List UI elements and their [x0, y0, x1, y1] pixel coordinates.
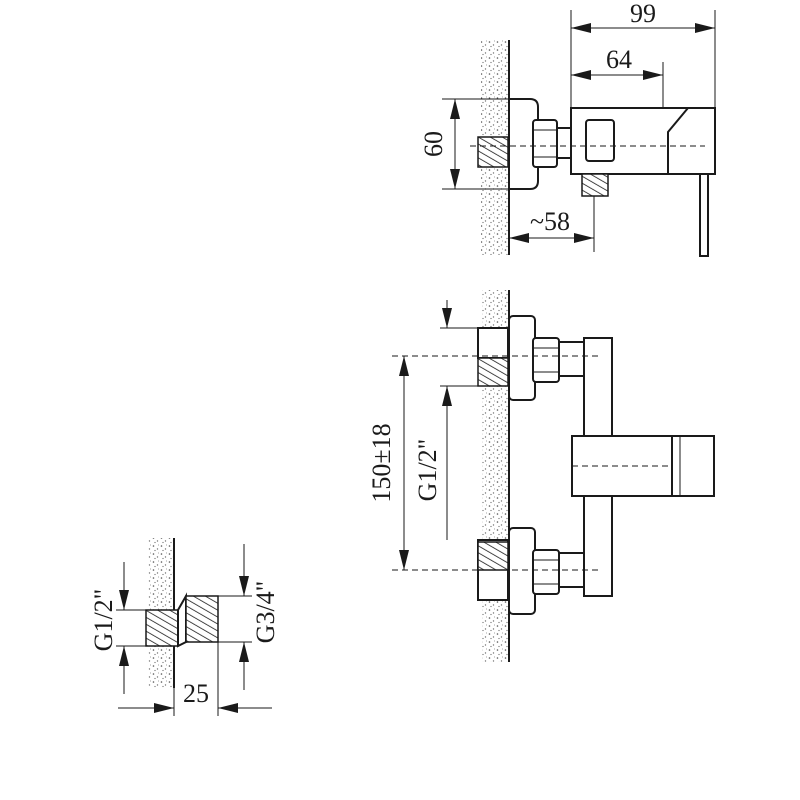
eccentric-view: G1/2" G3/4" 25 [89, 538, 280, 716]
dim-64-label: 64 [606, 45, 632, 74]
front-view: 150±18 G1/2" [367, 290, 715, 662]
dim-25-label: 25 [183, 679, 209, 708]
dim-58-label: ~58 [530, 207, 570, 236]
front-view-lever-cap [671, 435, 715, 497]
top-view-thread [477, 136, 509, 168]
front-view-upper-connector [558, 341, 585, 377]
front-view-lower-nut [532, 549, 560, 595]
dim-60-label: 60 [419, 131, 448, 157]
dim-g34-ecc-label: G3/4" [251, 581, 280, 644]
eccentric-offset-body [177, 592, 187, 648]
dim-99-label: 99 [630, 0, 656, 28]
dim-g12-front-label: G1/2" [413, 439, 442, 502]
top-view-rosette [508, 98, 539, 190]
eccentric-inlet-thread [145, 609, 179, 647]
dim-g12-ecc-label: G1/2" [89, 589, 118, 652]
top-view-lever-handle [699, 173, 709, 257]
front-view-upper-nut [532, 337, 560, 383]
top-view-inlet-boss [585, 119, 615, 162]
eccentric-outlet-thread [185, 595, 219, 643]
dim-150-label: 150±18 [367, 423, 396, 502]
top-view-outlet-thread [581, 173, 609, 197]
front-view-lower-rosette [508, 527, 536, 615]
front-view-upper-fitting [477, 327, 509, 359]
top-view: 99 64 60 ~58 [419, 0, 716, 257]
front-view-upper-thread [477, 357, 509, 387]
top-view-lever-cap [667, 107, 716, 175]
front-view-upper-rosette [508, 315, 536, 401]
top-view-nut [532, 119, 558, 168]
front-view-lower-thread [477, 541, 509, 571]
